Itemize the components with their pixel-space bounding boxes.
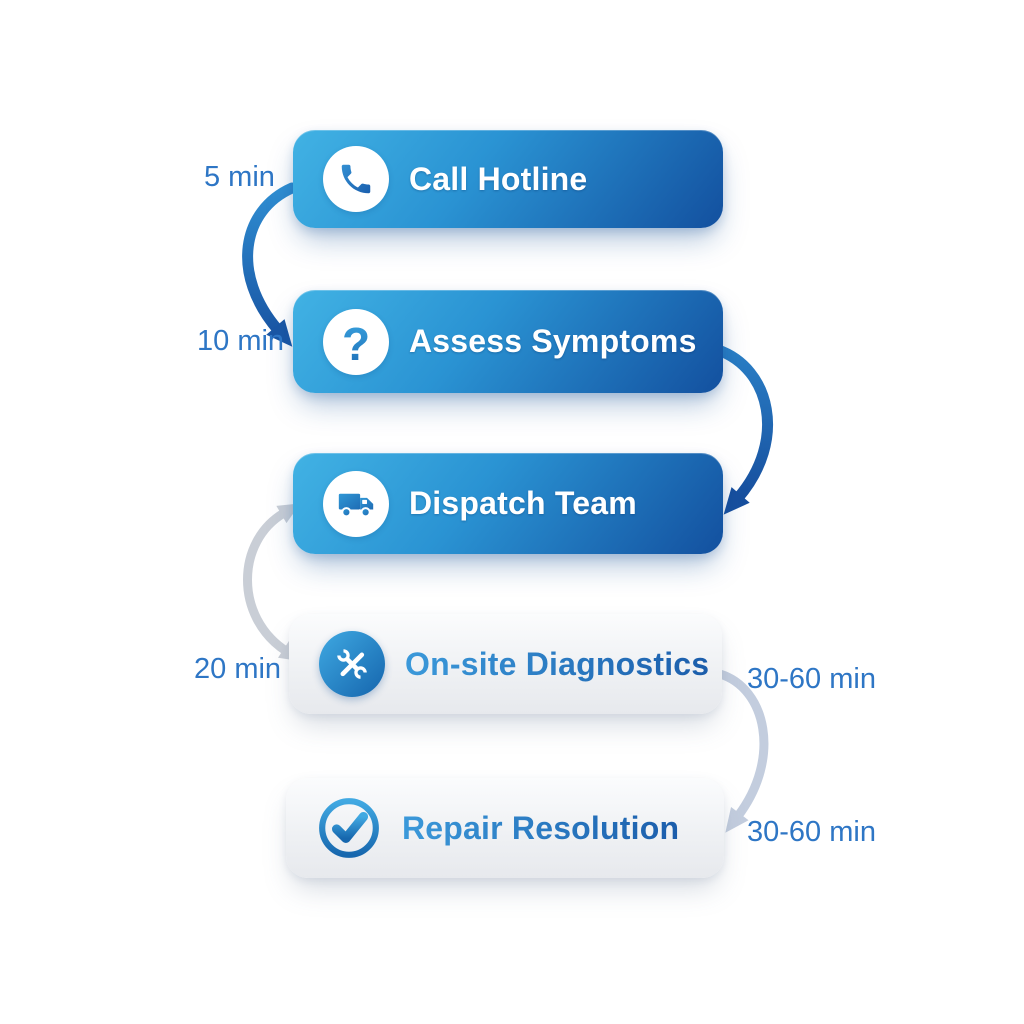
time-label-20-min: 20 min (194, 653, 282, 685)
connector-call-to-assess-arrow (242, 182, 298, 347)
step-label-repair-resolution: Repair Resolution (402, 809, 680, 846)
connector-diagnostics-to-repair-arrow (715, 669, 769, 833)
step-assess-symptoms: ? Assess Symptoms (293, 290, 723, 393)
check-icon (316, 795, 382, 861)
time-label-30-60-min-diagnostics: 30-60 min (747, 663, 876, 695)
step-label-assess-symptoms: Assess Symptoms (409, 323, 697, 359)
step-label-dispatch-team: Dispatch Team (409, 485, 637, 521)
step-label-onsite-diagnostics: On-site Diagnostics (405, 645, 710, 682)
step-label-call-hotline: Call Hotline (409, 160, 588, 197)
step-onsite-diagnostics: On-site Diagnostics (289, 614, 722, 714)
time-label-30-60-min-repair: 30-60 min (747, 816, 876, 848)
step-dispatch-team: Dispatch Team (293, 453, 723, 554)
svg-text:?: ? (342, 318, 370, 370)
step-repair-resolution: Repair Resolution (286, 778, 724, 878)
truck-icon (323, 470, 389, 537)
phone-icon (323, 146, 389, 212)
step-call-hotline: Call Hotline (293, 130, 723, 228)
connector-assess-to-dispatch-arrow (712, 344, 774, 515)
question-icon: ? (323, 308, 389, 375)
connector-dispatch-to-diagnostics-arrow (243, 503, 302, 662)
time-label-10-min: 10 min (197, 325, 285, 357)
tools-icon (319, 631, 385, 697)
time-label-5-min: 5 min (204, 161, 275, 193)
